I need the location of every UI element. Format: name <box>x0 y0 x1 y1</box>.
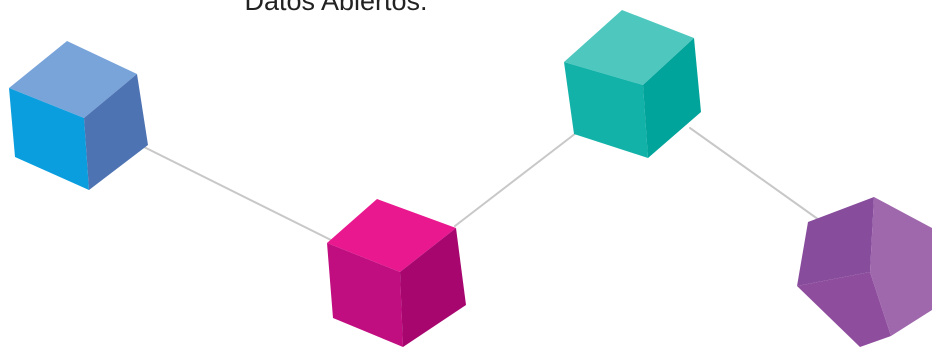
connector-magenta-teal <box>454 129 581 227</box>
cube-magenta <box>327 199 466 347</box>
caption-text: Datos Abiertos. <box>244 0 428 16</box>
cube-teal-top <box>564 10 694 85</box>
cube-blue <box>9 41 148 190</box>
cube-purple-left <box>797 272 891 347</box>
connector-blue-magenta <box>141 145 336 243</box>
cube-blue-right <box>84 74 148 190</box>
cube-blue-left <box>9 88 89 190</box>
cube-teal-left <box>564 62 648 158</box>
cube-teal <box>564 10 701 158</box>
connectors <box>141 127 823 243</box>
cube-teal-right <box>643 38 701 158</box>
cube-magenta-right <box>400 228 466 347</box>
cube-magenta-left <box>327 243 403 347</box>
cube-blue-top <box>9 41 137 118</box>
cube-purple-top <box>797 197 874 286</box>
cube-purple-right <box>870 197 932 336</box>
cube-magenta-top <box>327 199 456 272</box>
cube-purple <box>797 197 932 347</box>
connector-teal-purple <box>689 127 823 223</box>
